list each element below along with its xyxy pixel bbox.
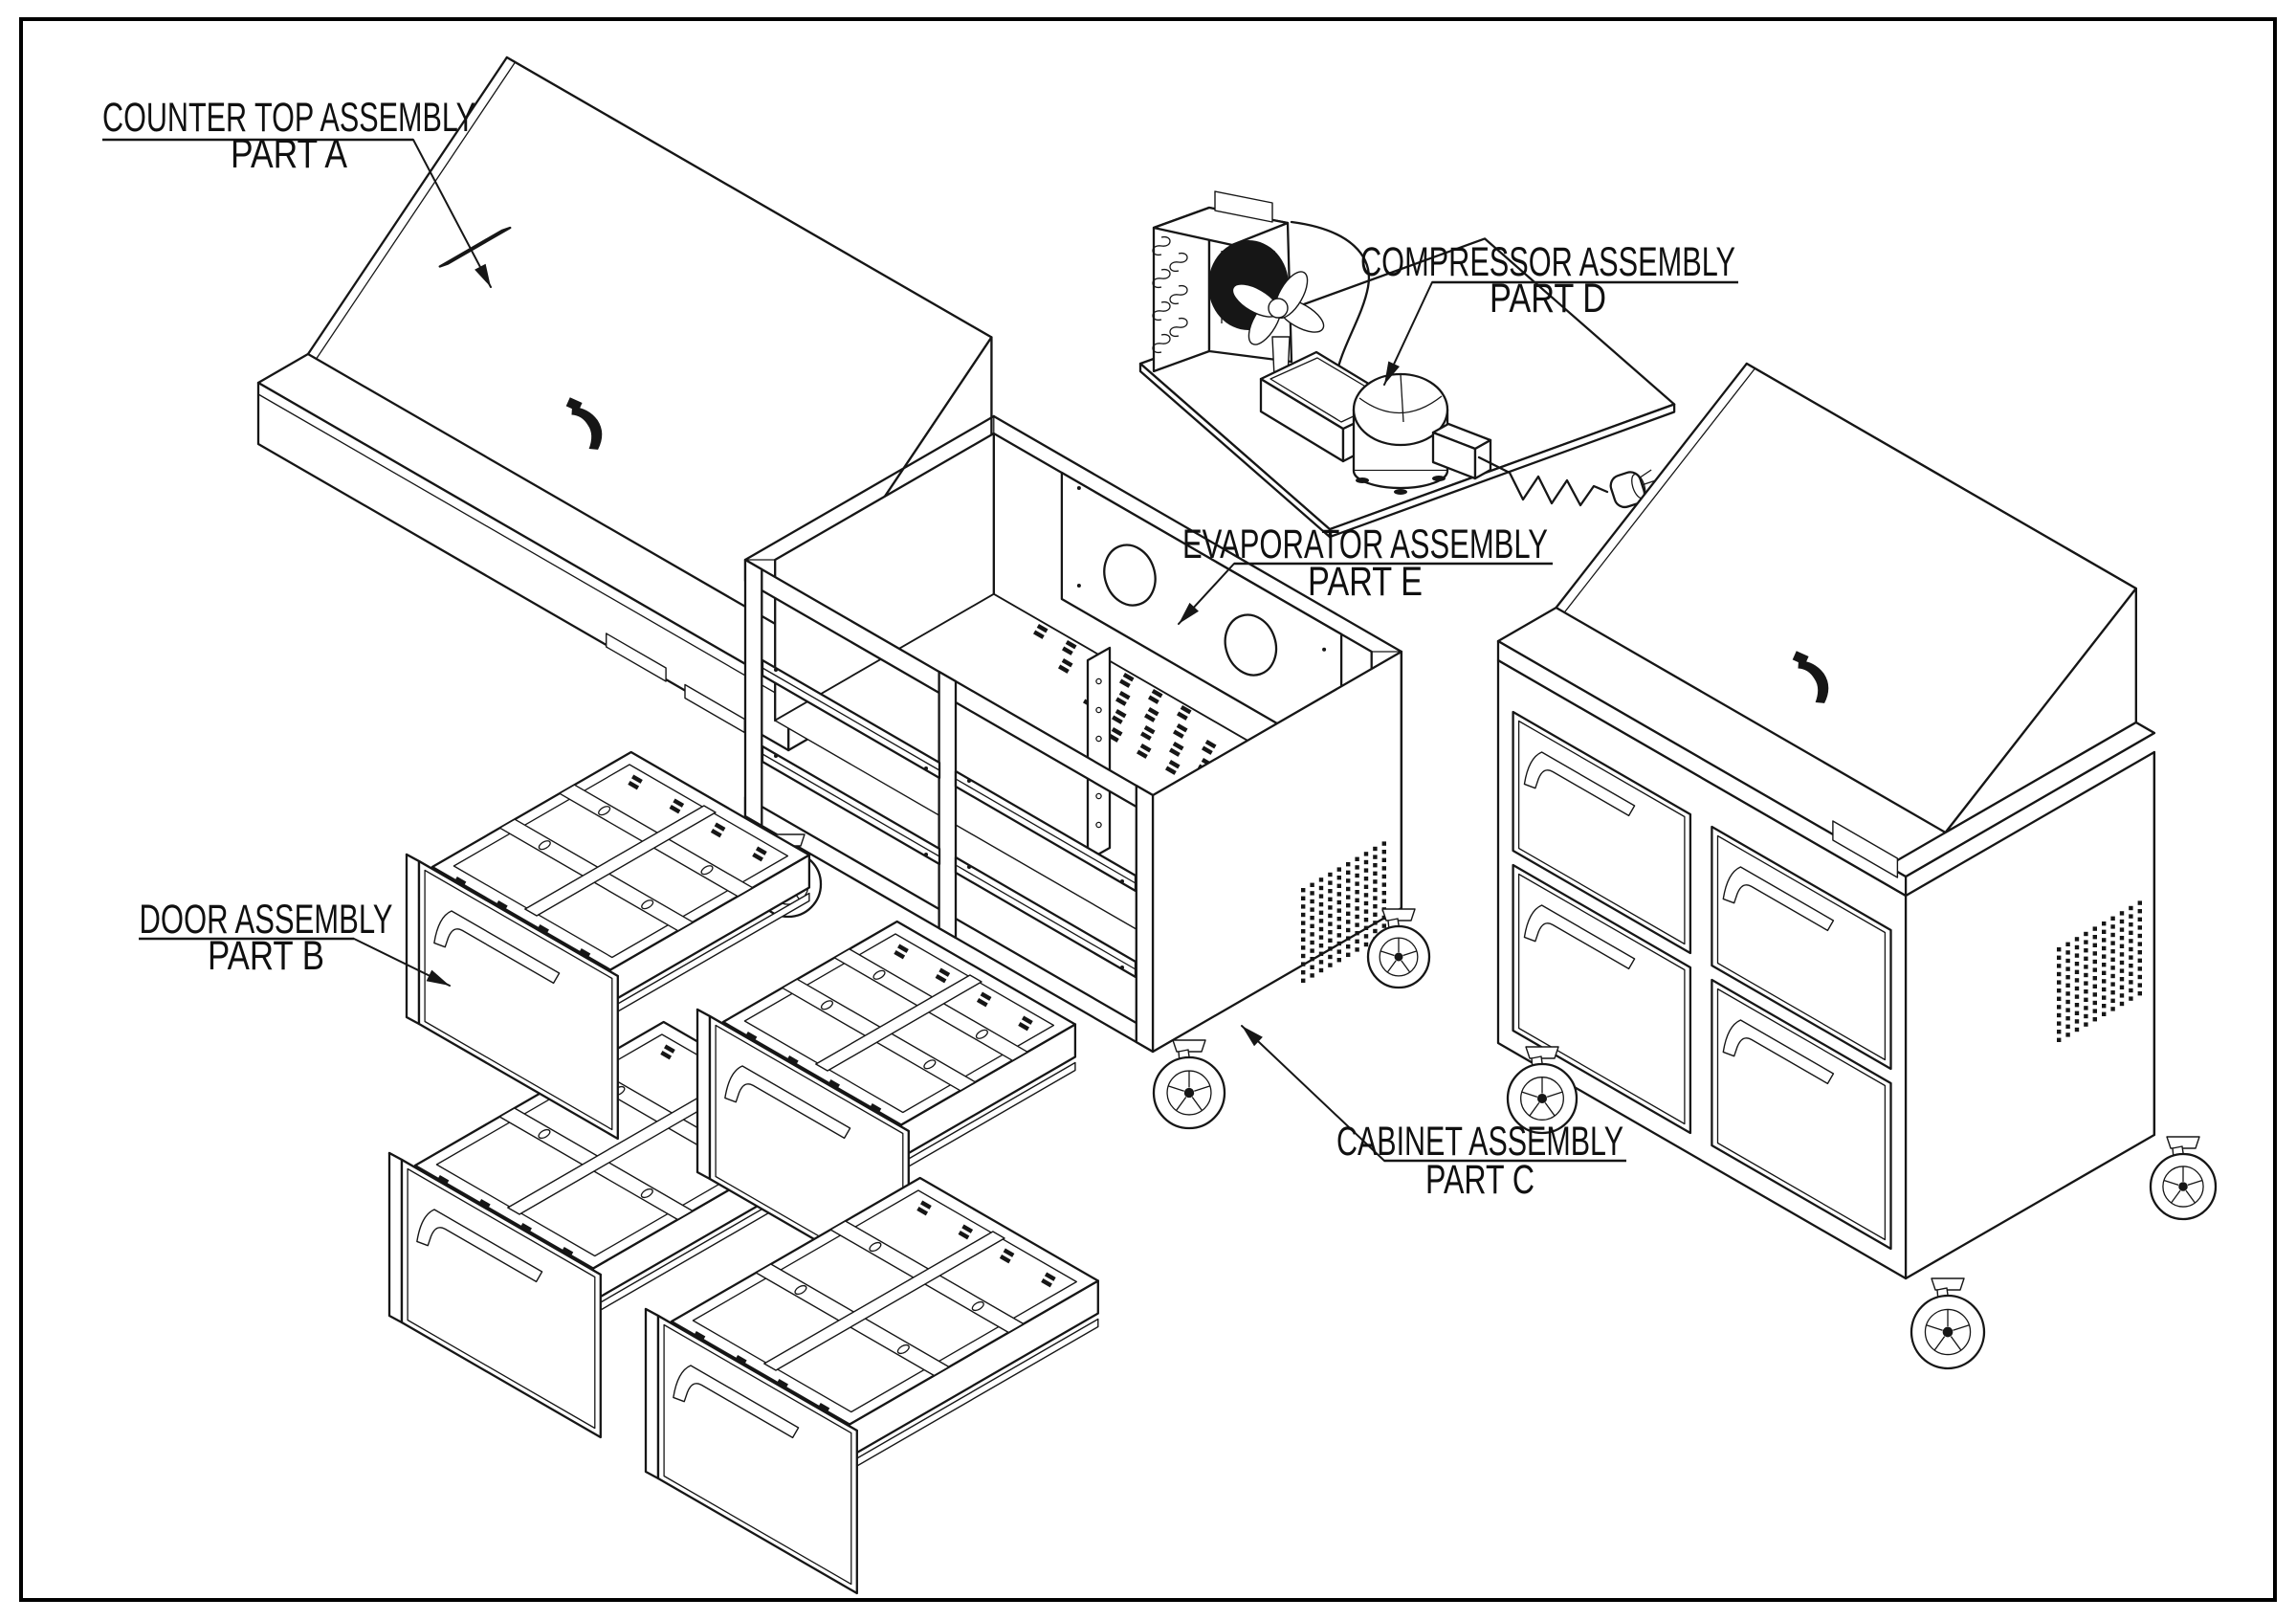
label-counter-top-assembly: COUNTER TOP ASSEMBLY PART A bbox=[102, 95, 475, 177]
caster-wheel bbox=[1910, 1277, 1986, 1370]
leader-arrowhead bbox=[475, 263, 491, 287]
caster-wheel bbox=[1152, 1039, 1226, 1130]
drawer-handle bbox=[1523, 904, 1636, 970]
drawer-body bbox=[670, 1176, 1099, 1472]
evaporator-label-line2: PART E bbox=[1308, 559, 1423, 605]
condenser-top-bracket bbox=[1214, 190, 1273, 223]
line-art-layer bbox=[256, 56, 2218, 1595]
drawer-handle bbox=[1722, 1019, 1835, 1085]
counter-top-label-line1: COUNTER TOP ASSEMBLY bbox=[102, 95, 475, 141]
lid-left-rail bbox=[438, 226, 512, 268]
leader-arrowhead bbox=[426, 969, 450, 986]
vent-grille bbox=[1301, 841, 1386, 983]
unit-vent-grille bbox=[2057, 900, 2142, 1042]
condenser-fan bbox=[1231, 271, 1325, 378]
compressor-assembly-art bbox=[1138, 190, 1676, 539]
cabinet-label-line2: PART C bbox=[1425, 1157, 1534, 1203]
caster-wheel bbox=[2149, 1136, 2218, 1221]
lid-handle bbox=[565, 397, 603, 450]
counter-top-label-line2: PART A bbox=[231, 131, 347, 177]
unit-drawer-front bbox=[1512, 710, 1692, 955]
drawer-mid-rail bbox=[815, 974, 982, 1072]
frame-center-stile bbox=[938, 670, 958, 940]
labels-layer: COUNTER TOP ASSEMBLY PART A DOOR ASSEMBL… bbox=[102, 95, 1735, 1203]
compressor-label-line2: PART D bbox=[1490, 276, 1606, 322]
drawer-handle bbox=[416, 1209, 543, 1283]
leader-arrowhead bbox=[1384, 361, 1400, 385]
drawer-handle bbox=[433, 910, 561, 985]
frame-right-stile bbox=[1135, 784, 1155, 1054]
label-evaporator-assembly: EVAPORATOR ASSEMBLY PART E bbox=[1182, 522, 1548, 605]
assembled-unit-art bbox=[1496, 362, 2218, 1370]
compressor-label-line1: COMPRESSOR ASSEMBLY bbox=[1360, 239, 1735, 285]
caster-wheel bbox=[1506, 1046, 1578, 1135]
unit-drawer-front bbox=[1711, 825, 1892, 1071]
drawer-mid-rail bbox=[524, 805, 717, 917]
caster-wheel bbox=[1366, 908, 1431, 989]
power-cord bbox=[1477, 455, 1609, 507]
drawer-handle bbox=[1523, 751, 1636, 817]
lid-handle bbox=[1792, 651, 1829, 703]
drawer-handle bbox=[1722, 866, 1835, 932]
drawer-handle bbox=[724, 1065, 851, 1140]
door-label-line1: DOOR ASSEMBLY bbox=[140, 897, 393, 943]
drawer-front-panel bbox=[644, 1307, 858, 1595]
unit-drawer-front bbox=[1512, 863, 1692, 1135]
door-assembly-art bbox=[387, 750, 1099, 1595]
cabinet-label-line1: CABINET ASSEMBLY bbox=[1336, 1119, 1623, 1165]
evaporator-label-line1: EVAPORATOR ASSEMBLY bbox=[1182, 522, 1548, 567]
unit-lid-bracket bbox=[1832, 820, 1899, 878]
leader-arrowhead bbox=[1179, 602, 1199, 624]
unit-drawer-front bbox=[1711, 978, 1892, 1251]
drawer-front-panel bbox=[387, 1151, 602, 1439]
leader-lines-layer bbox=[102, 138, 1738, 1163]
shelf-bracket-strip bbox=[1086, 646, 1112, 862]
label-door-assembly: DOOR ASSEMBLY PART B bbox=[140, 897, 393, 979]
leader-arrowhead bbox=[1242, 1026, 1263, 1047]
unit-lid-edge bbox=[1496, 639, 1908, 898]
label-cabinet-assembly: CABINET ASSEMBLY PART C bbox=[1336, 1119, 1623, 1203]
unit-lid-right-strip bbox=[1886, 721, 2156, 878]
drawer-front-panel bbox=[405, 853, 619, 1141]
lid-bracket bbox=[606, 633, 667, 682]
drawer-mid-rail bbox=[763, 1231, 1005, 1371]
frame-left-stile bbox=[743, 558, 763, 828]
drawer-handle bbox=[673, 1365, 800, 1439]
drawer-body bbox=[430, 750, 811, 1017]
cabinet-assembly-art bbox=[743, 414, 1431, 1130]
label-compressor-assembly: COMPRESSOR ASSEMBLY PART D bbox=[1360, 239, 1735, 322]
power-plug bbox=[1609, 469, 1659, 509]
door-label-line2: PART B bbox=[208, 933, 324, 979]
compressor-body bbox=[1352, 372, 1449, 495]
